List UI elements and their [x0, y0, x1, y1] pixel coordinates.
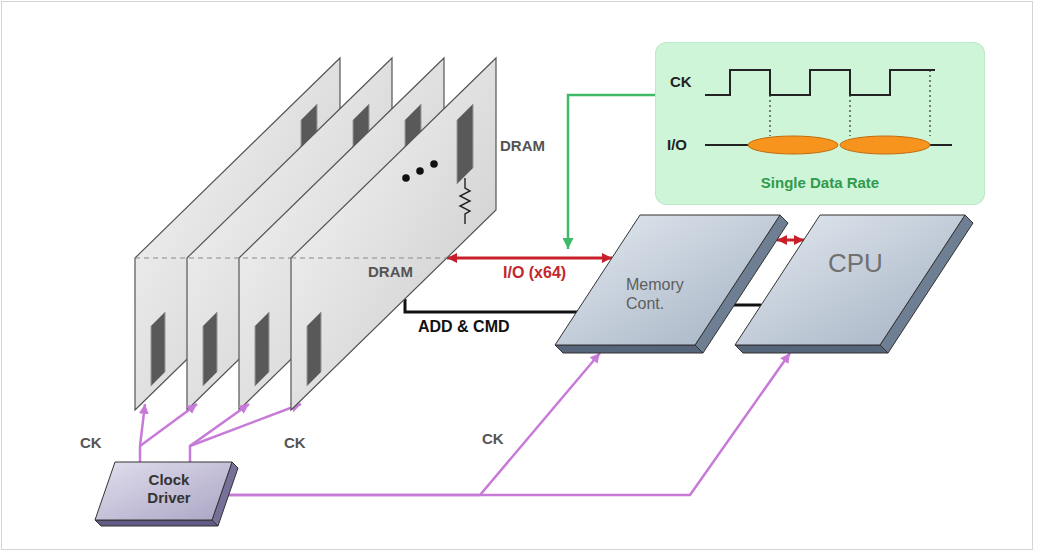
slab-side: [555, 345, 703, 353]
ellipsis-dot: [416, 167, 424, 175]
box-label: Clock Driver: [126, 471, 212, 506]
connector: [229, 353, 600, 495]
dram-chip: [151, 312, 165, 386]
dram-chip: [255, 312, 269, 386]
slab-top: [735, 215, 965, 345]
clock-wires: [140, 404, 301, 462]
signal-name: CK: [284, 434, 306, 452]
connector-label: CK: [482, 430, 504, 448]
data-eye: [748, 136, 838, 154]
slab-top: [555, 215, 780, 345]
dashed-guide: [135, 257, 291, 258]
dram-chip: [203, 312, 217, 386]
clock-waveform: [705, 70, 935, 95]
ellipsis-dot: [402, 174, 410, 182]
cpu-chip: CPU: [728, 212, 973, 354]
dashed-guide: [291, 257, 447, 258]
connector-label: I/O (x64): [503, 264, 566, 283]
memory-module-front: [291, 55, 551, 412]
timing-guide: [849, 95, 850, 136]
data-eye: [840, 136, 930, 154]
connector: [734, 304, 761, 307]
connector: [405, 299, 577, 312]
clock-wire: [190, 404, 249, 462]
clock-driver: Clock Driver: [90, 458, 240, 530]
slab-side: [735, 345, 888, 353]
resistor-symbol: [460, 178, 470, 224]
dram-chip: [307, 312, 321, 386]
timing-callout: CK I/O Single Data Rate: [655, 42, 985, 205]
cpu-slab: [728, 212, 973, 354]
timing-guide: [769, 95, 770, 136]
slab-top: [95, 462, 232, 520]
callout-caption: Single Data Rate: [655, 174, 985, 192]
module-board: [291, 58, 496, 410]
chip-label: DRAM: [500, 137, 545, 155]
chip-label: DRAM: [368, 263, 413, 281]
clock-wire: [140, 404, 197, 446]
connector-label: ADD & CMD: [418, 318, 510, 337]
connector: [777, 239, 804, 242]
timing-guide: [929, 70, 930, 136]
connector: [447, 257, 612, 260]
signal-name: I/O: [667, 136, 687, 154]
box-label: CPU: [828, 248, 883, 279]
signal-name: CK: [80, 434, 102, 452]
slab-side: [95, 520, 218, 526]
dram-chip: [457, 104, 473, 184]
ellipsis-dot: [430, 160, 438, 168]
box-label: Memory Cont.: [626, 276, 712, 314]
memory-module: DRAM DRAM: [291, 55, 551, 412]
clock-wire: [140, 404, 145, 462]
signal-name: CK: [670, 73, 692, 91]
